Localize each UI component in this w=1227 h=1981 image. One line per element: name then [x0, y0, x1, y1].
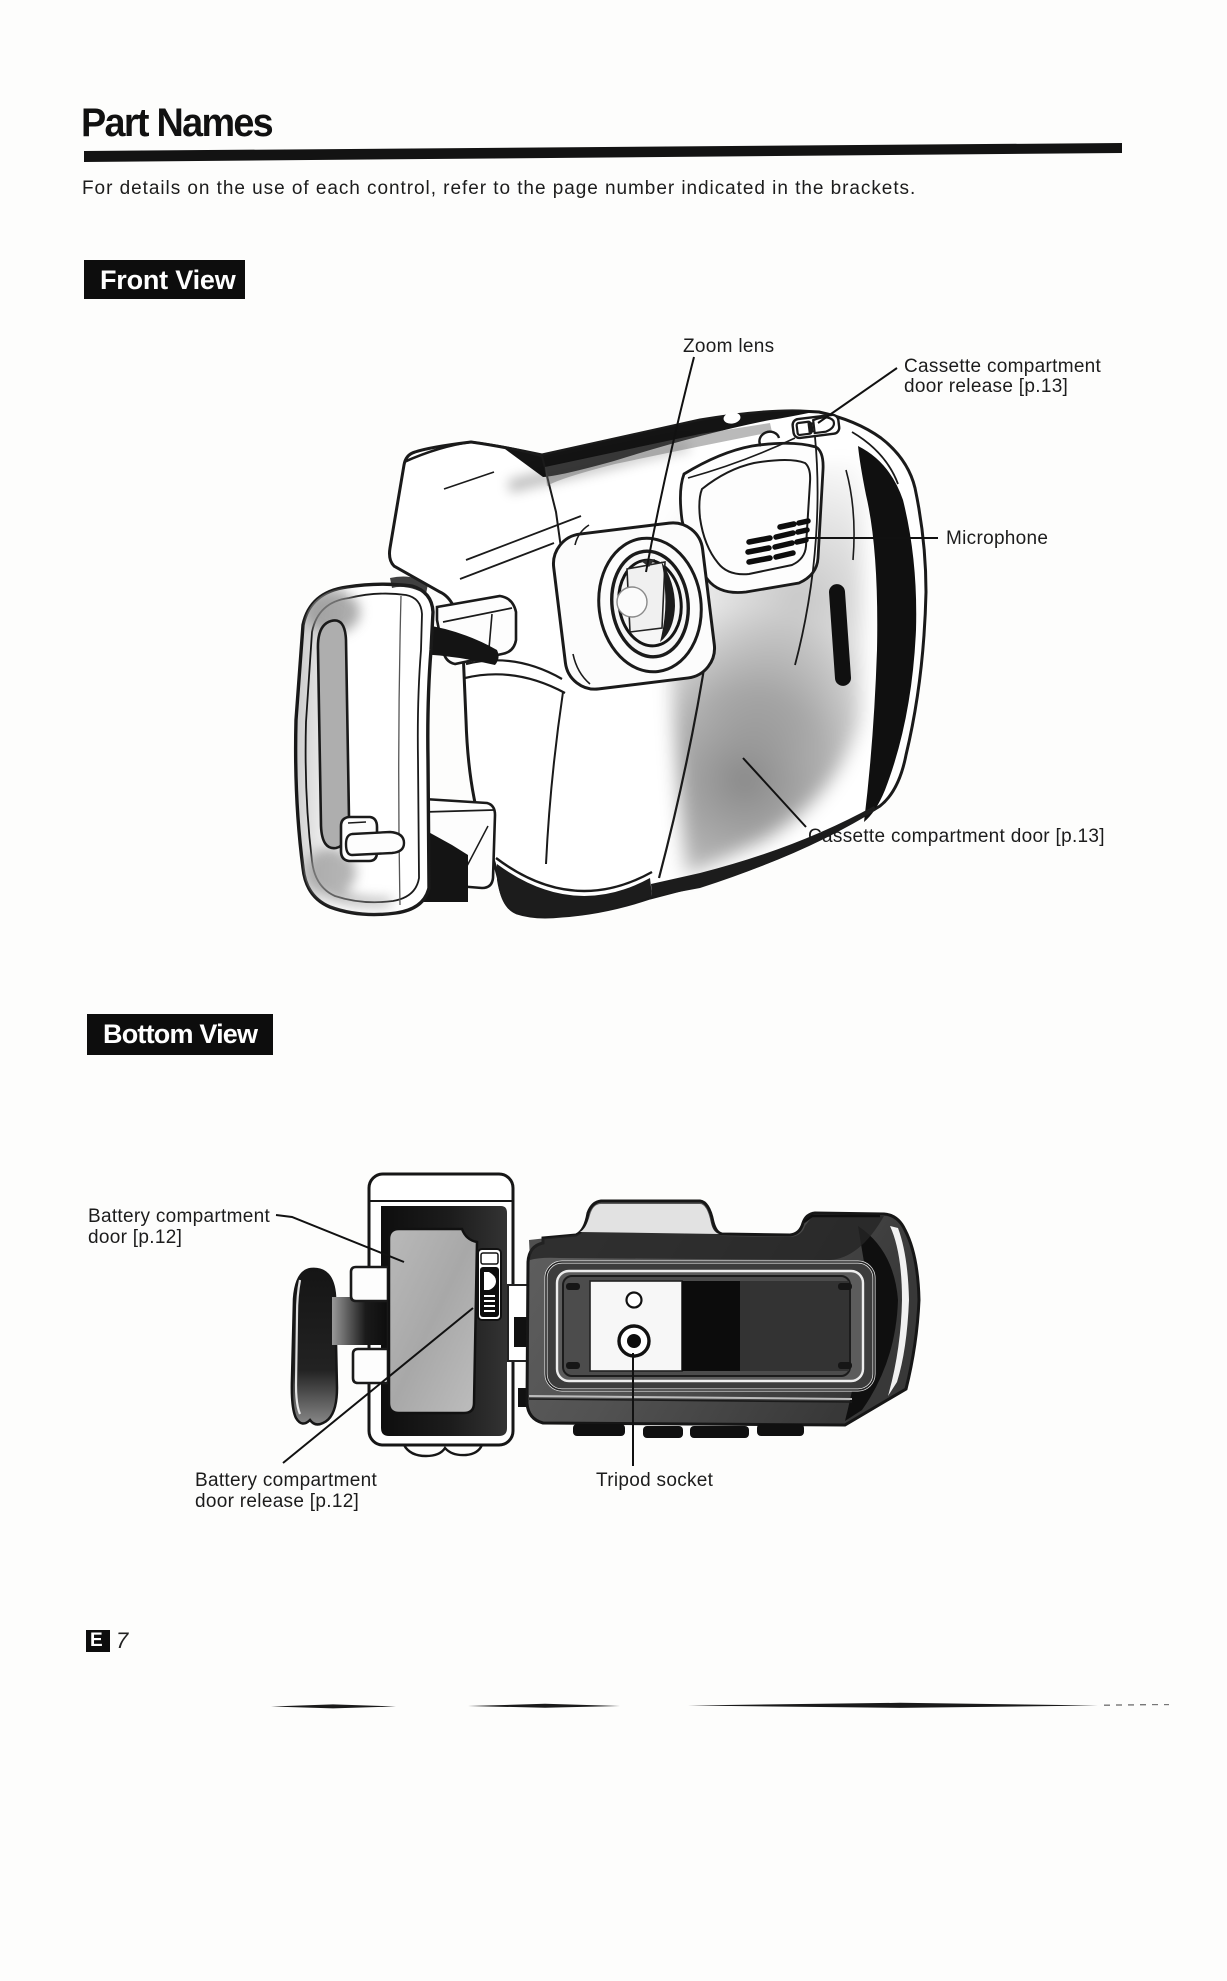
svg-text:Microphone: Microphone — [946, 528, 1048, 549]
svg-text:door release [p.13]: door release [p.13] — [904, 376, 1068, 397]
svg-text:Tripod socket: Tripod socket — [596, 1470, 714, 1491]
svg-text:Cassette compartment door [p.1: Cassette compartment door [p.13] — [808, 826, 1105, 847]
svg-text:Battery compartment: Battery compartment — [88, 1206, 270, 1227]
svg-text:Cassette compartment: Cassette compartment — [904, 356, 1102, 377]
svg-text:Battery compartment: Battery compartment — [195, 1470, 377, 1491]
svg-text:door release [p.12]: door release [p.12] — [195, 1491, 359, 1512]
svg-text:Zoom lens: Zoom lens — [683, 336, 774, 357]
svg-text:door [p.12]: door [p.12] — [88, 1227, 182, 1248]
